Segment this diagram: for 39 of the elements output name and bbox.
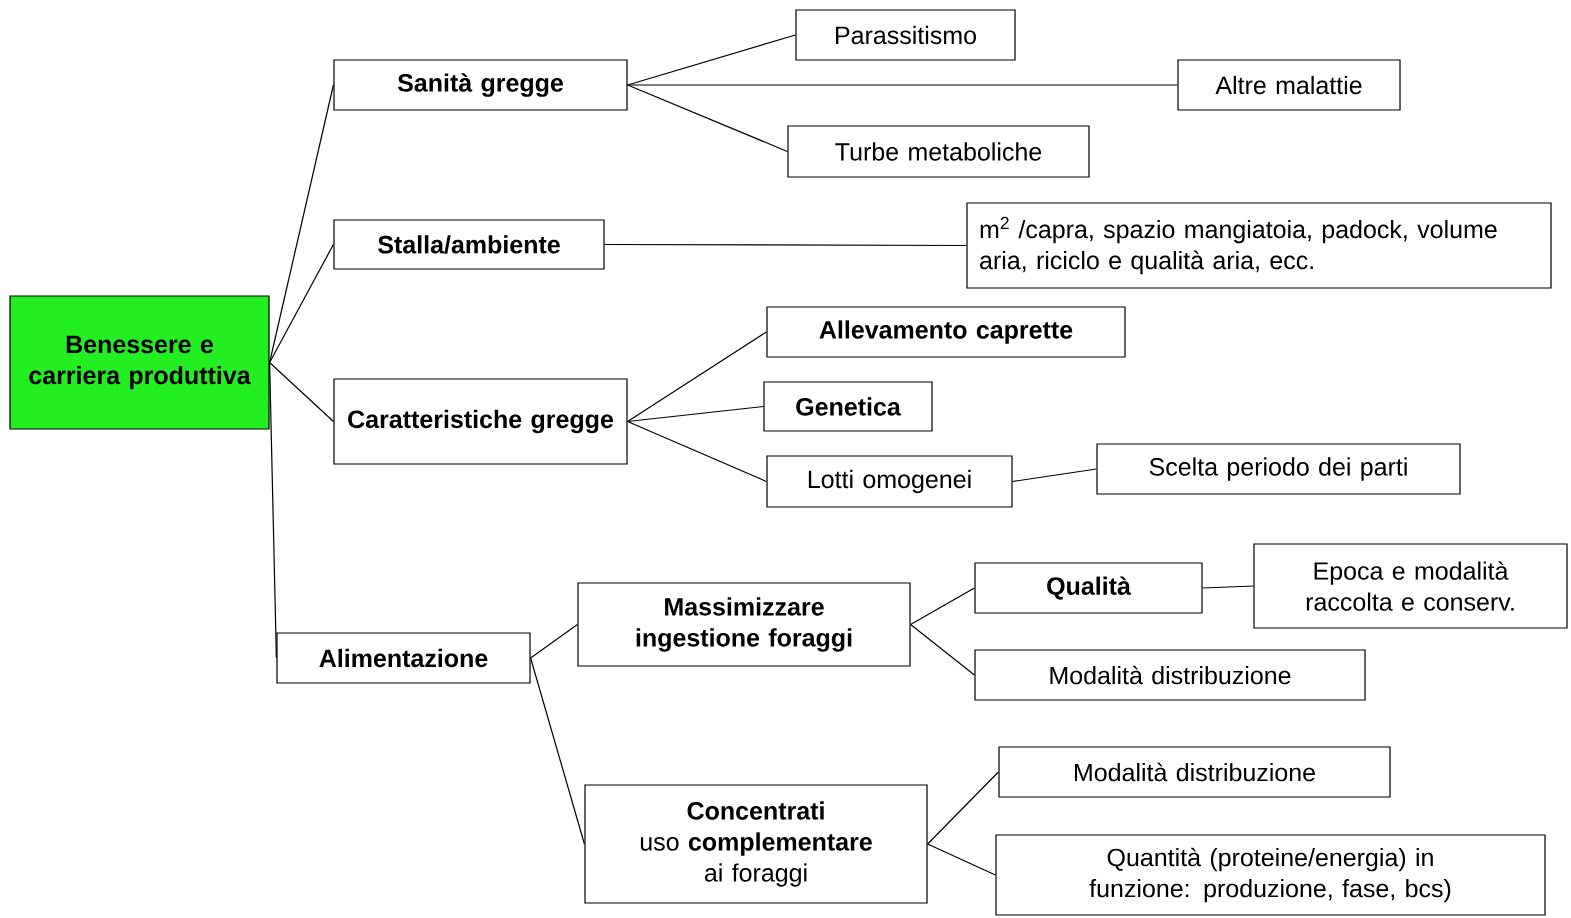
- topic-box: Altre malattie: [1177, 59, 1401, 111]
- connector-line: [627, 420, 767, 483]
- connector-line: [269, 84, 334, 364]
- connector-line: [910, 623, 975, 676]
- topic-box: Epoca e modalità raccolta e conserv.: [1253, 543, 1568, 629]
- connector-line: [627, 34, 796, 86]
- topic-box: Qualità: [974, 562, 1203, 614]
- topic-box: Caratteristiche gregge: [333, 378, 628, 465]
- topic-box: Parassitismo: [795, 9, 1016, 61]
- connector-line: [627, 84, 1178, 86]
- connector-line: [269, 361, 334, 423]
- topic-box: Alimentazione: [276, 632, 531, 684]
- connector-line: [927, 843, 996, 876]
- topic-box: Concentrati uso complementare ai foraggi: [584, 784, 928, 904]
- connector-line: [269, 243, 334, 364]
- connector-line: [627, 405, 764, 423]
- connector-line: [927, 771, 999, 845]
- connector-line: [1012, 468, 1097, 483]
- connector-line: [910, 587, 975, 626]
- topic-box: Scelta periodo dei parti: [1096, 443, 1461, 495]
- topic-box: Quantità (proteine/energia) in funzione: produzione, fase, bcs): [995, 834, 1546, 916]
- connector-line: [1202, 585, 1254, 589]
- topic-box: m$^{2}$ /capra, spazio mangiatoia, padock, volume aria, riciclo e qualità aria, ecc.: [966, 202, 1552, 289]
- connector-line: [604, 243, 967, 247]
- connector-line: [269, 361, 277, 659]
- topic-box: Turbe metaboliche: [787, 125, 1090, 178]
- topic-box: Massimizzare ingestione foraggi: [577, 582, 911, 667]
- connector-line: [530, 623, 578, 659]
- topic-box: Allevamento caprette: [766, 306, 1126, 358]
- topic-box: Lotti omogenei: [766, 455, 1013, 508]
- topic-box: Modalità distribuzione: [998, 746, 1391, 798]
- connector-line: [627, 331, 767, 423]
- connector-line: [627, 84, 788, 153]
- root-box: Benessere e carriera produttiva: [9, 295, 270, 430]
- topic-box: Modalità distribuzione: [974, 649, 1366, 701]
- connector-line: [530, 657, 585, 845]
- topic-box: Sanità gregge: [333, 59, 628, 111]
- topic-box: Genetica: [763, 381, 933, 432]
- topic-box: Stalla/ambiente: [333, 219, 605, 270]
